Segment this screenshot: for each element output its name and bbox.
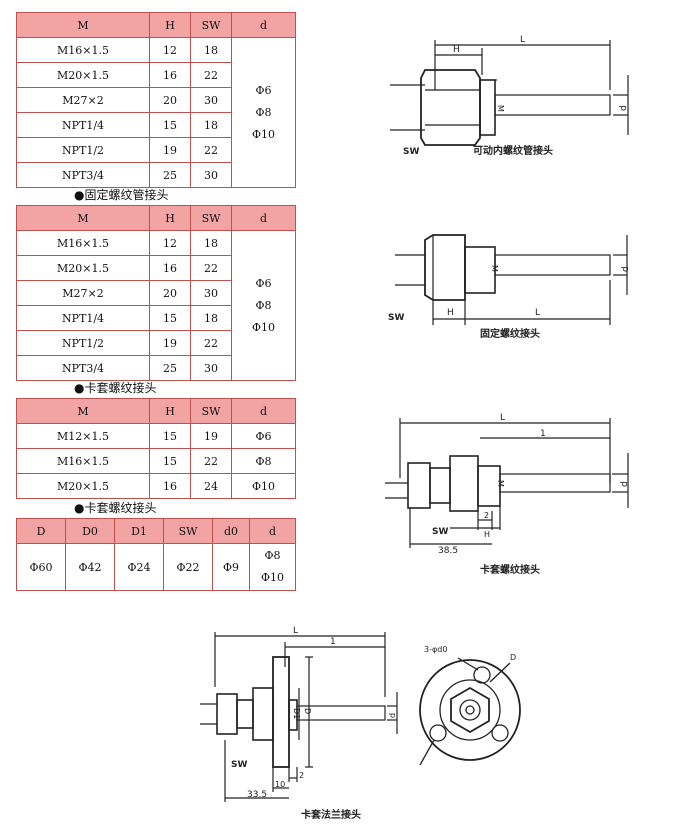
diagram-fixed-thread: M d H L SW 固定螺纹接头 [388, 234, 631, 340]
col-header: D [16, 518, 66, 544]
col-header: SW [190, 205, 232, 231]
dim-l: L [535, 308, 540, 318]
diagram-caption: 卡套法兰接头 [301, 808, 361, 821]
table-row: M16×1.5 12 18 Φ6 Φ8 Φ10 [16, 230, 296, 381]
dim-33-5: 33.5 [247, 790, 267, 800]
dim-l-small: 1 [330, 637, 336, 647]
col-header: SW [190, 398, 232, 424]
table-header-row: D D0 D1 SW d0 d [16, 518, 296, 544]
label-holes: 3-φd0 [424, 645, 447, 654]
dim-d: d [621, 266, 631, 272]
dim-d: d [620, 481, 630, 487]
diagram-caption: 固定螺纹接头 [480, 327, 540, 340]
dim-l-small: 1 [540, 429, 546, 439]
col-header: D0 [65, 518, 115, 544]
col-header: d [249, 518, 296, 544]
diagram-caption: 可动内螺纹管接头 [473, 144, 553, 157]
dim-m: M [496, 105, 505, 112]
section-heading: ●卡套螺纹接头 [74, 501, 157, 515]
dim-d: d [619, 105, 629, 111]
diagram-ferrule-flange: L 1 D1 D d SW 2 10 33.5 卡套法兰接头 [200, 626, 398, 821]
cell-d: Φ6 Φ8 Φ10 [231, 230, 296, 381]
cell-h: 12 [149, 37, 191, 63]
diagram-caption: 卡套螺纹接头 [480, 563, 540, 576]
col-header: M [16, 205, 150, 231]
col-header: D1 [114, 518, 164, 544]
diagram-ferrule-thread: L 1 M d 2 H SW 38.5 卡套螺纹接头 [385, 413, 630, 576]
dim-10: 10 [275, 780, 285, 789]
dim-l: L [520, 35, 525, 45]
cell-d: Φ6 Φ8 Φ10 [231, 37, 296, 188]
label-d: D [510, 653, 516, 662]
label-sw: SW [432, 527, 448, 537]
dim-m: M [496, 480, 505, 487]
section-heading: ●卡套螺纹接头 [74, 381, 157, 395]
col-header: d [231, 12, 296, 38]
col-header: d0 [212, 518, 250, 544]
cell-sw: 18 [190, 37, 232, 63]
table-row: M16×1.5 12 18 Φ6 Φ8 Φ10 [16, 37, 296, 188]
dim-l: L [500, 413, 505, 423]
table-fixed-thread: M H SW d M16×1.5 12 18 Φ6 Φ8 Φ10 M20×1.5… [16, 205, 296, 381]
section-heading: ●固定螺纹管接头 [74, 188, 169, 202]
dim-D: D [303, 708, 312, 714]
table-ferrule-flange: D D0 D1 SW d0 d Φ60 Φ42 Φ24 Φ22 Φ9 Φ8 Φ1… [16, 518, 296, 591]
col-header: H [149, 12, 191, 38]
table-row: Φ60 Φ42 Φ24 Φ22 Φ9 Φ8 Φ10 [16, 543, 296, 591]
dim-d1: D1 [292, 708, 301, 719]
dim-d: d [388, 713, 397, 718]
label-sw: SW [231, 760, 247, 770]
dim-h: H [447, 308, 454, 318]
table-movable-thread: M H SW d M16×1.5 12 18 Φ6 Φ8 Φ10 M20×1.5… [16, 12, 296, 188]
col-header: H [149, 205, 191, 231]
dim-m: M [490, 265, 499, 272]
dim-h: H [484, 530, 490, 539]
col-header: H [149, 398, 191, 424]
dim-2: 2 [484, 511, 489, 520]
cell-m: M16×1.5 [16, 37, 150, 63]
cell-d: Φ8 Φ10 [249, 543, 296, 591]
label-sw: SW [388, 313, 404, 323]
col-header: SW [190, 12, 232, 38]
table-header-row: M H SW d [16, 398, 296, 424]
col-header: d [231, 398, 296, 424]
dim-l: L [293, 626, 298, 636]
diagram-movable-thread: H L M d SW 可动内螺纹管接头 [390, 35, 629, 157]
dim-38-5: 38.5 [438, 546, 458, 556]
dim-h: H [453, 45, 460, 55]
col-header: M [16, 398, 150, 424]
table-header-row: M H SW d [16, 205, 296, 231]
diagram-flange-front-view: 3-φd0 D [419, 645, 521, 765]
col-header: d [231, 205, 296, 231]
col-header: M [16, 12, 150, 38]
col-header: SW [163, 518, 213, 544]
table-header-row: M H SW d [16, 12, 296, 38]
dim-2: 2 [299, 771, 304, 780]
label-sw: SW [403, 147, 419, 157]
